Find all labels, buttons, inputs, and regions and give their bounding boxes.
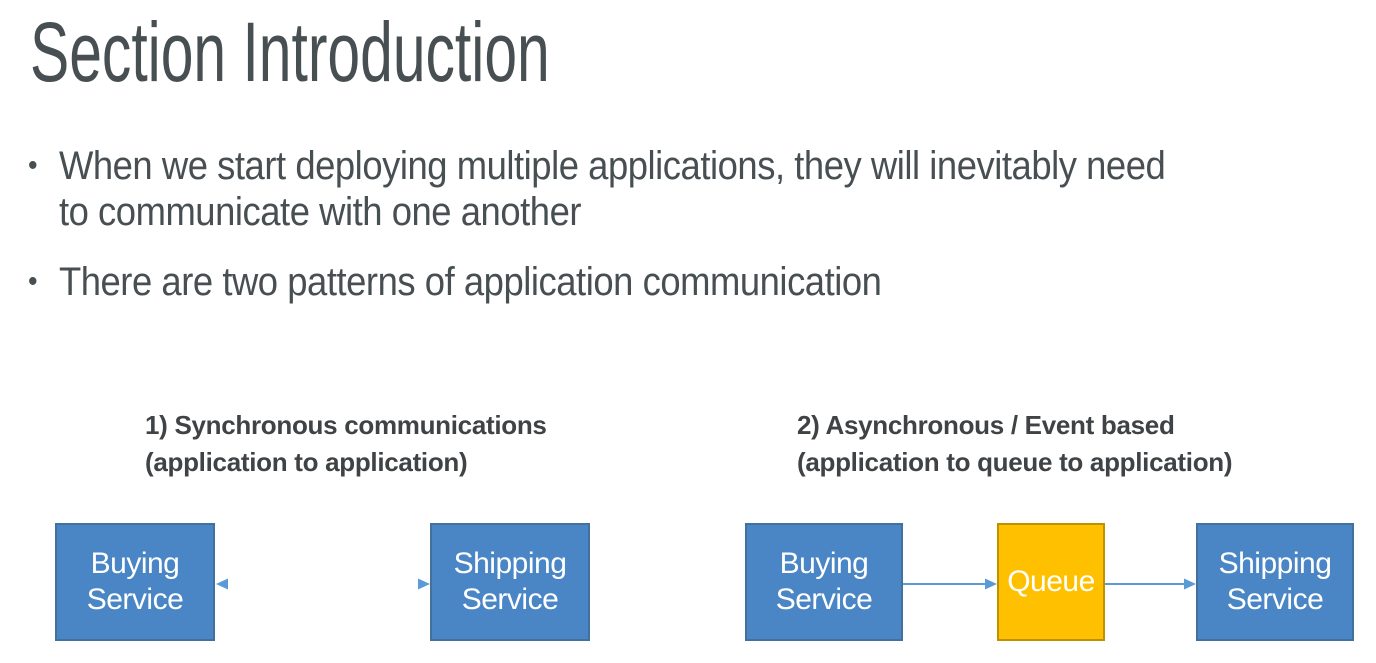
bullet-marker: •: [28, 149, 38, 182]
bullet-marker: •: [28, 265, 38, 298]
async-shipping-service-box: Shipping Service: [1196, 523, 1354, 641]
page-title: Section Introduction: [30, 5, 550, 99]
box-label: Buying Service: [86, 547, 184, 616]
box-label: Queue: [1007, 565, 1095, 598]
async-buying-service-box: Buying Service: [745, 523, 903, 641]
bidirectional-arrow-icon: [216, 578, 430, 590]
sync-shipping-service-box: Shipping Service: [430, 523, 590, 641]
bullet-text: There are two patterns of application co…: [58, 260, 882, 304]
bullet-list: • When we start deploying multiple appli…: [28, 143, 1376, 305]
box-label: Shipping Service: [453, 547, 567, 616]
right-arrow-icon: [903, 578, 997, 590]
bullet-item: • There are two patterns of application …: [28, 259, 1376, 305]
right-arrow-icon: [1105, 578, 1196, 590]
queue-box: Queue: [997, 523, 1105, 641]
sync-buying-service-box: Buying Service: [55, 523, 215, 641]
box-label: Buying Service: [775, 547, 873, 616]
sync-diagram-heading: 1) Synchronous communications (applicati…: [145, 410, 547, 477]
async-diagram-heading: 2) Asynchronous / Event based (applicati…: [797, 410, 1233, 477]
box-label: Shipping Service: [1218, 547, 1332, 616]
bullet-item: • When we start deploying multiple appli…: [28, 143, 1376, 235]
bullet-text: When we start deploying multiple applica…: [58, 144, 1166, 234]
